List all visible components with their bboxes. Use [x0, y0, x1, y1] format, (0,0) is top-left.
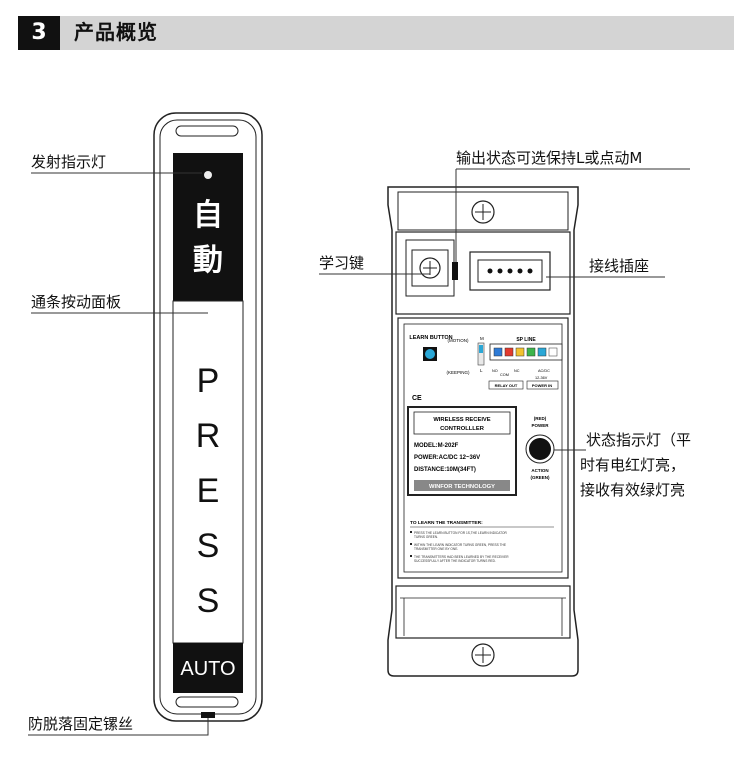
section-header: 3 产品概览 [18, 16, 734, 50]
no-label: NO [492, 369, 498, 373]
learn-step-1b: TURNS GREEN. [414, 535, 438, 539]
label-emitter-light: 发射指示灯 [31, 153, 107, 171]
emitter-light-dot [204, 171, 212, 179]
learn-button[interactable] [425, 349, 435, 359]
m-mark: M [480, 336, 484, 341]
voltage-label: 12-36V [535, 376, 548, 380]
power-indicator-label: POWER [531, 423, 549, 428]
section-title: 产品概览 [74, 20, 158, 44]
terminal-led [537, 347, 547, 357]
press-letter: E [197, 472, 220, 510]
nc-label: NC [514, 369, 520, 373]
label-anti-drop-screw: 防脱落固定镙丝 [28, 715, 134, 733]
l-mark: L [480, 368, 483, 373]
receiver-unit: LEARN BUTTON (MOTION) (KEEPING) M L SP L… [387, 186, 579, 677]
push-switch: 自 動 PRESS AUTO [153, 112, 263, 722]
right-leader-lines [319, 168, 690, 451]
anti-drop-screw [201, 712, 215, 718]
switch-char-2: 動 [193, 243, 223, 278]
sp-line-label: SP LINE [516, 337, 536, 343]
press-letter: R [196, 417, 221, 455]
terminal-led [548, 347, 558, 357]
relay-out-label: RELAY OUT [495, 383, 518, 388]
red-label: (RED) [534, 416, 547, 421]
label-title-1: WIRELESS RECEIVE [433, 417, 490, 423]
terminal-led [515, 347, 525, 357]
acdc-label: AC/DC [538, 369, 550, 373]
learn-heading: TO LEARN THE TRANSMITTER: [410, 520, 483, 526]
status-indicator-light [529, 438, 551, 460]
motion-label: (MOTION) [448, 338, 469, 343]
terminal-led [493, 347, 503, 357]
distance-text: DISTANCE:10M(34FT) [414, 467, 476, 473]
terminal-led [526, 347, 536, 357]
switch-auto-text: AUTO [180, 658, 235, 680]
com-label: COM [500, 373, 509, 377]
press-letter: P [197, 362, 220, 400]
learn-step-1a: PRESS THE LEARN BUTTON FOR 1S,THE LEARN … [414, 531, 507, 535]
mode-jumper[interactable] [452, 262, 458, 280]
label-status-light-3: 接收有效绿灯亮 [580, 481, 686, 499]
switch-char-1: 自 [193, 198, 223, 233]
left-leader-lines [28, 172, 209, 736]
learn-step-2b: TRANSMITTER ONE BY ONE. [414, 547, 458, 551]
label-status-light-2: 时有电红灯亮， [580, 456, 686, 474]
power-in-label: POWER IN [532, 383, 552, 388]
label-push-panel: 通条按动面板 [31, 293, 122, 311]
terminal-led [504, 347, 514, 357]
section-number: 3 [18, 16, 60, 50]
brand-text: WINFOR TECHNOLOGY [429, 484, 495, 490]
power-text: POWER:AC/DC 12~36V [414, 455, 480, 461]
label-learn-key: 学习键 [319, 254, 365, 272]
learn-button-label: LEARN BUTTON [409, 335, 452, 341]
press-letters: PRESS [196, 362, 221, 620]
learn-step-3b: SUCCESSFULLY AFTER THE INDICATOR TURNS R… [414, 559, 496, 563]
terminal-leds [493, 347, 558, 357]
learn-step-2a: WITHIN THE LEARN INDICATOR TURNS GREEN, … [414, 543, 506, 547]
label-status-light-1: 状态指示灯（平 [586, 431, 692, 449]
green-label: (GREEN) [531, 475, 551, 480]
label-output-mode: 输出状态可选保持L或点动M [456, 149, 643, 167]
switch-auto-panel [173, 643, 243, 693]
ce-mark: CE [412, 395, 422, 402]
press-letter: S [197, 527, 220, 565]
label-terminal-socket: 接线插座 [589, 257, 650, 275]
keeping-label: (KEEPING) [446, 370, 470, 375]
label-title-2: CONTROLLLER [440, 426, 485, 432]
learn-step-3a: THE TRANSMITTERS HAD BEEN LEARNED BY THE… [414, 555, 509, 559]
switch-press-panel[interactable] [172, 300, 244, 644]
press-letter: S [197, 582, 220, 620]
action-label: ACTION [531, 468, 548, 473]
model-text: MODEL:M-202F [414, 443, 459, 449]
